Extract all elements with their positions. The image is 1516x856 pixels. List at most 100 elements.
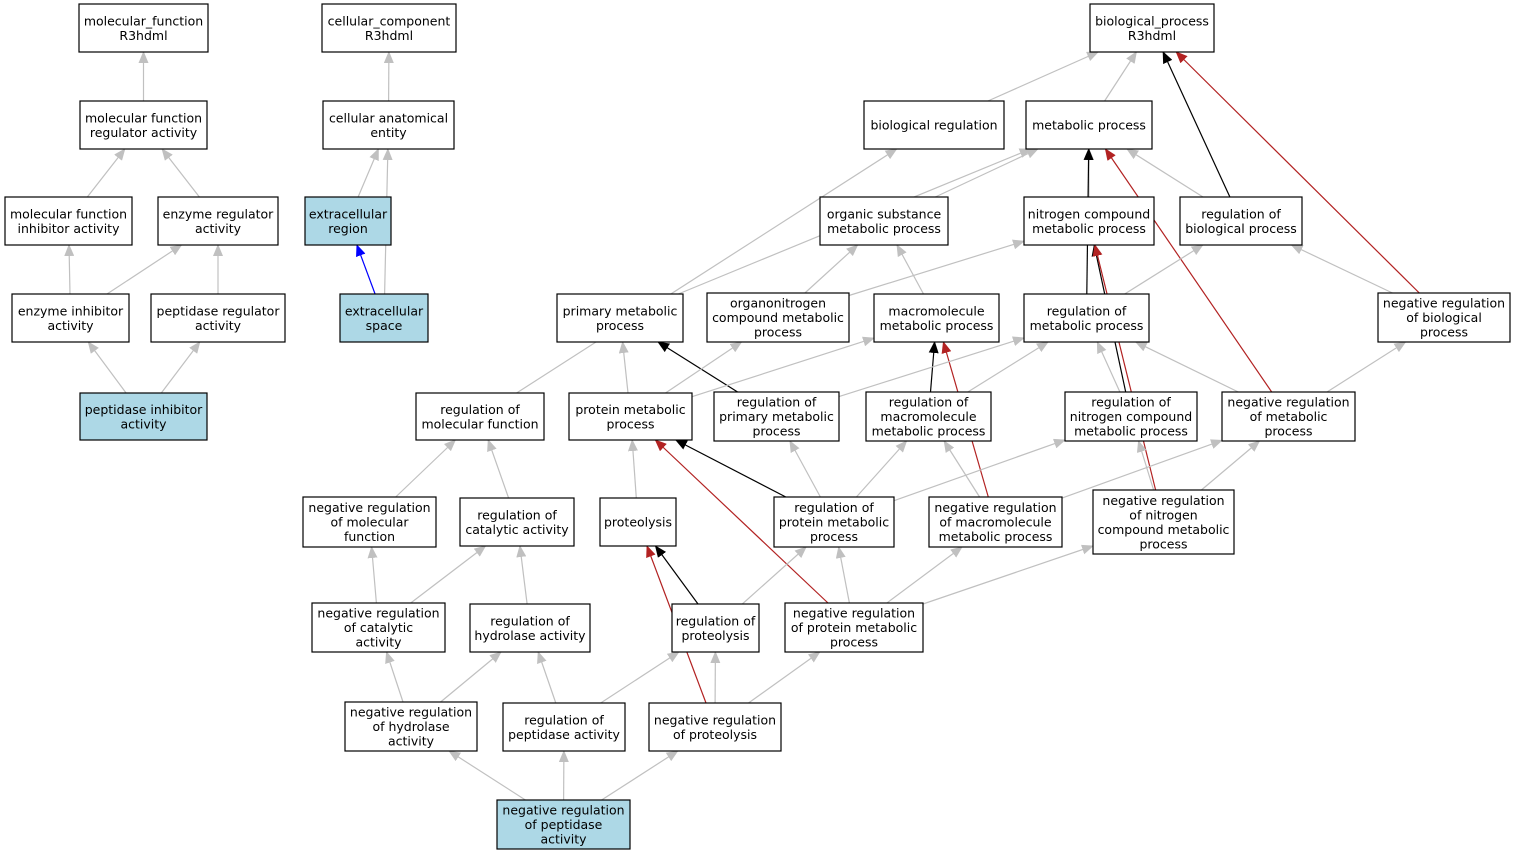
- node-label-line: function: [344, 529, 395, 544]
- node-label-line: proteolysis: [681, 628, 749, 643]
- edge-is-a: [893, 438, 1066, 502]
- edge-line: [654, 545, 699, 605]
- edge-is-a: [516, 545, 528, 605]
- edge-line: [855, 440, 908, 498]
- edge-is-a: [64, 244, 75, 295]
- edge-is-a: [896, 244, 925, 295]
- node-label-line: process: [810, 529, 858, 544]
- node-label-line: peptidase regulator: [157, 303, 281, 318]
- edge-line: [64, 244, 75, 295]
- node-label-line: enzyme inhibitor: [18, 303, 124, 318]
- node-box: [4, 196, 133, 246]
- edge-line: [516, 545, 528, 605]
- node-label-line: process: [1264, 424, 1312, 439]
- node-label-line: regulation of: [794, 500, 874, 515]
- node-label-line: regulation of: [524, 712, 604, 727]
- edge-line: [1104, 148, 1273, 393]
- node-box: [706, 292, 850, 343]
- node-box: [79, 392, 208, 441]
- node-label-line: protein metabolic: [779, 515, 889, 530]
- node-box: [344, 701, 478, 752]
- node-box: [415, 392, 545, 441]
- node-label-line: of nitrogen: [1129, 507, 1197, 522]
- node-label-line: metabolic process: [872, 424, 986, 439]
- node-label-line: peptidase activity: [508, 727, 620, 742]
- node-label-line: biological regulation: [870, 118, 997, 133]
- node-box: [1092, 489, 1235, 555]
- edge-is-a: [448, 750, 526, 801]
- edge-line: [410, 545, 487, 604]
- node-box: [304, 196, 392, 246]
- node-label-line: cellular anatomical: [329, 110, 448, 125]
- edge-is-a: [618, 341, 629, 394]
- node-label-line: regulation of: [1201, 206, 1281, 221]
- edge-is-a: [487, 439, 510, 499]
- edge-line: [804, 244, 859, 294]
- node-box: [496, 799, 631, 850]
- node-label-line: activity: [47, 318, 94, 333]
- edge-is-a: [86, 148, 126, 198]
- edge-is-a: [804, 244, 859, 294]
- edge-is-a: [855, 440, 908, 498]
- edge-is-a: [943, 440, 981, 498]
- edge-line: [943, 440, 981, 498]
- edge-is-a: [1134, 341, 1239, 393]
- edge-line: [886, 546, 963, 604]
- edge-line: [86, 148, 126, 198]
- node-label-line: regulation of: [737, 395, 817, 410]
- node-box: [873, 293, 1000, 343]
- node-box: [322, 100, 455, 150]
- node-label-line: process: [1420, 325, 1468, 340]
- node-label-line: R3hdml: [365, 28, 413, 43]
- node-label-line: extracellular: [345, 303, 424, 318]
- node-label-line: biological_process: [1095, 13, 1209, 28]
- edge-line: [835, 546, 850, 604]
- node-box: [11, 293, 130, 343]
- node-label-line: R3hdml: [119, 28, 167, 43]
- node-label-line: negative regulation: [1102, 493, 1224, 508]
- node-label-line: activity: [355, 635, 402, 650]
- edge-line: [395, 439, 457, 498]
- node-box: [321, 3, 457, 53]
- node-box: [1064, 391, 1198, 442]
- node-box: [928, 496, 1063, 548]
- edge-is-a: [987, 51, 1100, 102]
- node-label-line: metabolic process: [880, 318, 994, 333]
- node-label-line: process: [752, 424, 800, 439]
- edge-line: [741, 546, 807, 605]
- edge-line: [1134, 341, 1239, 393]
- edge-line: [1175, 51, 1420, 294]
- node-label-line: regulation of: [477, 507, 557, 522]
- node-box: [568, 392, 693, 441]
- node-label-line: regulation of: [440, 402, 520, 417]
- edge-part-of: [356, 244, 376, 295]
- node-label-line: peptidase inhibitor: [85, 402, 203, 417]
- node-box: [1377, 292, 1511, 343]
- node-label-line: compound metabolic: [712, 310, 844, 325]
- edge-is-a: [886, 546, 963, 604]
- node-label-line: metabolic process: [1032, 118, 1146, 133]
- node-label-line: process: [754, 325, 802, 340]
- edge-negatively-regulates: [1104, 148, 1273, 393]
- node-label-line: activity: [120, 416, 167, 431]
- node-box: [1025, 100, 1153, 150]
- node-box: [556, 293, 684, 343]
- edge-line: [1126, 148, 1204, 198]
- edge-is-a: [1124, 244, 1204, 295]
- edge-is-a: [385, 651, 404, 703]
- edge-line: [654, 439, 829, 604]
- go-term-node: proteolysis: [599, 497, 677, 547]
- node-label-line: molecular function: [421, 416, 538, 431]
